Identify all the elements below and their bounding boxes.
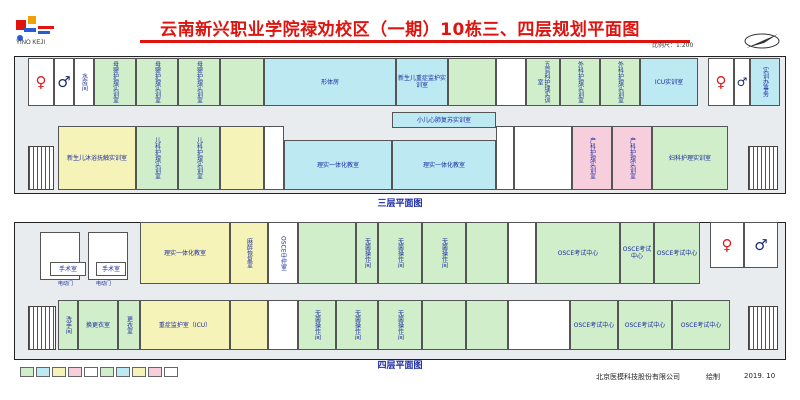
room-nursing-office: 实训办事务 bbox=[750, 58, 780, 106]
room-plain-7 bbox=[508, 222, 536, 284]
room-plain-2 bbox=[448, 58, 496, 106]
room-osce-3: OSCE考试中心 bbox=[654, 222, 700, 284]
room-body: 形体房 bbox=[264, 58, 396, 106]
room-sim-plain-2 bbox=[466, 222, 508, 284]
female-figure-icon: ♀ bbox=[35, 72, 47, 91]
room-newborn-bath: 新生儿沐浴抚触实训室 bbox=[58, 126, 136, 190]
female-figure-icon: ♀ bbox=[715, 72, 727, 91]
room-pediatric-2: 儿科护理实训室 bbox=[178, 126, 220, 190]
room-osce-4: OSCE考试中心 bbox=[570, 300, 618, 350]
room-integrated-2: 理实一体化教室 bbox=[392, 140, 496, 190]
legend-swatch-6 bbox=[100, 367, 114, 377]
room-icu-4f: 重症监护室（ICU） bbox=[140, 300, 230, 350]
room-wash: 洗手间 bbox=[58, 300, 78, 350]
room-change: 换更衣室 bbox=[78, 300, 118, 350]
footer-date: 2019. 10 bbox=[744, 372, 776, 380]
room-surgery-1: 手术室 bbox=[50, 262, 86, 276]
room-plain-6 bbox=[514, 126, 572, 190]
legend-swatch-4 bbox=[68, 367, 82, 377]
room-surgery-2: 手术室 bbox=[96, 262, 126, 276]
male-figure-icon: ♂ bbox=[736, 74, 748, 89]
room-sim-plain-3 bbox=[422, 300, 466, 350]
room-osce-6: OSCE考试中心 bbox=[672, 300, 730, 350]
room-plain-5 bbox=[496, 126, 514, 190]
male-figure-icon: ♂ bbox=[754, 235, 768, 254]
footer-company: 北京医模科技股份有限公司 bbox=[596, 373, 680, 381]
north-arrow-icon bbox=[744, 33, 780, 49]
room-plain-4 bbox=[264, 126, 284, 190]
room-newborn-nursing: 母婴护理实训室 bbox=[94, 58, 136, 106]
room-sim-ward-4: 无菌操作间 bbox=[298, 300, 336, 350]
room-sim-ward-2: 无菌操作间 bbox=[378, 222, 422, 284]
elec-door-2: 电动门 bbox=[96, 281, 112, 287]
legend-swatch-8 bbox=[132, 367, 146, 377]
room-maternal-nursing-2: 母婴护理实训室 bbox=[178, 58, 220, 106]
room-pediatric: 儿科护理实训室 bbox=[136, 126, 178, 190]
room-integrated-4f: 理实一体化教室 bbox=[140, 222, 230, 284]
footer-draw: 绘制 bbox=[706, 373, 720, 381]
room-osce-5: OSCE考试中心 bbox=[618, 300, 672, 350]
legend bbox=[20, 367, 178, 381]
toilet-female-2: ♀ bbox=[708, 58, 734, 106]
room-surgery: 外科护理实训室 bbox=[560, 58, 600, 106]
room-icu-3f: ICU实训室 bbox=[640, 58, 698, 106]
company-logo-icon bbox=[16, 16, 54, 41]
floor4-label: 四层平面图 bbox=[377, 361, 423, 371]
toilet-female: ♀ bbox=[28, 58, 54, 106]
room-osce-center: OSCE中控室 bbox=[268, 222, 298, 284]
legend-swatch-2 bbox=[36, 367, 50, 377]
legend-swatch-1 bbox=[20, 367, 34, 377]
male-figure-icon: ♂ bbox=[57, 72, 71, 91]
room-maternal-nursing: 母婴护理实训室 bbox=[136, 58, 178, 106]
room-anesthesia: 麻醉恢复室 bbox=[230, 222, 268, 284]
room-surgery-2: 外科护理实训室 bbox=[600, 58, 640, 106]
room-change-2: 更衣室 bbox=[118, 300, 140, 350]
toilet-male: ♂ bbox=[54, 58, 74, 106]
room-sim-plain bbox=[298, 222, 356, 284]
stairwell-top bbox=[496, 58, 526, 106]
room-plain-10 bbox=[508, 300, 570, 350]
title-underline bbox=[140, 40, 690, 43]
logo-text: YINO KEJI bbox=[16, 40, 46, 46]
toilet-male-4f: ♂ bbox=[744, 222, 778, 268]
room-newborn-care: 新生儿重症监护实训室 bbox=[396, 58, 448, 106]
room-sim-ward-5: 无菌操作间 bbox=[336, 300, 378, 350]
toilet-female-4f: ♀ bbox=[710, 222, 744, 268]
room-child-cpr: 小儿心肺复苏实训室 bbox=[392, 112, 496, 128]
room-plain-1 bbox=[220, 58, 264, 106]
page-title: 云南新兴职业学院禄劝校区（一期）10栋三、四层规划平面图 bbox=[160, 20, 640, 40]
room-integrated-1: 理实一体化教室 bbox=[284, 140, 392, 190]
room-plain-3 bbox=[220, 126, 264, 190]
elec-door-1: 电动门 bbox=[58, 281, 74, 287]
room-obstetric-1: 产科护理实训室 bbox=[572, 126, 612, 190]
female-figure-icon: ♀ bbox=[721, 235, 733, 254]
room-osce-2: OSCE考试中心 bbox=[620, 222, 654, 284]
floor3-label: 三层平面图 bbox=[377, 199, 423, 209]
stairs-4f-left bbox=[28, 306, 56, 350]
room-sim-plain-4 bbox=[466, 300, 508, 350]
stairs-3f-right bbox=[748, 146, 778, 190]
scale-label: 比例尺：1:200 bbox=[652, 42, 694, 49]
room-sim-ward-3: 无菌操作间 bbox=[422, 222, 466, 284]
legend-swatch-7 bbox=[116, 367, 130, 377]
room-plain-8 bbox=[230, 300, 268, 350]
room-gyn: 妇科护理实训室 bbox=[652, 126, 728, 190]
stairs-3f-left bbox=[28, 146, 54, 190]
legend-swatch-5 bbox=[84, 367, 98, 377]
legend-swatch-9 bbox=[148, 367, 162, 377]
legend-swatch-10 bbox=[164, 367, 178, 377]
legend-swatch-3 bbox=[52, 367, 66, 377]
room-wuguan: 五官科护理实训室 bbox=[526, 58, 560, 106]
room-plain-9 bbox=[268, 300, 298, 350]
room-osce-1: OSCE考试中心 bbox=[536, 222, 620, 284]
room-sim-ward-6: 无菌操作间 bbox=[378, 300, 422, 350]
room-obstetric-2: 产科护理实训室 bbox=[612, 126, 652, 190]
toilet-male-2: ♂ bbox=[734, 58, 750, 106]
room-sim-ward-1: 无菌操作间 bbox=[356, 222, 378, 284]
stairs-4f-right bbox=[748, 306, 778, 350]
room-water: 水房间 bbox=[74, 58, 94, 106]
